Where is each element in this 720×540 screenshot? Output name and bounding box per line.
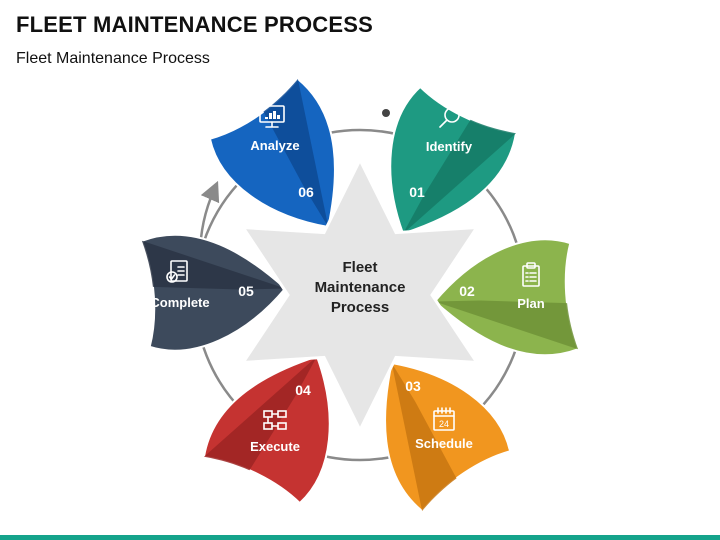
calendar-icon: 24 (433, 407, 455, 431)
accent-bar (0, 535, 720, 540)
flowchart-icon (263, 410, 287, 430)
step-label: Analyze (250, 138, 299, 153)
center-title-line-3: Process (331, 299, 389, 316)
center-star-shape (240, 156, 480, 434)
petal-shade (391, 362, 457, 511)
ring-start-dot (382, 109, 390, 117)
step-number: 05 (238, 283, 254, 299)
step-execute: Execute 04 (202, 355, 331, 505)
page-title: FLEET MAINTENANCE PROCESS (16, 12, 374, 37)
center-star: Fleet Maintenance Process (240, 156, 480, 434)
petal-shade (203, 356, 317, 471)
magnifier-icon (439, 107, 460, 128)
clipboard-icon (522, 262, 540, 287)
petal-shade (434, 300, 579, 350)
step-number: 03 (405, 378, 421, 394)
step-label: Plan (517, 296, 545, 311)
step-label: Complete (150, 295, 209, 310)
step-number: 02 (459, 283, 475, 299)
step-label: Identify (426, 139, 473, 154)
step-number: 06 (298, 184, 314, 200)
step-identify: Identify 01 (389, 85, 518, 235)
step-plan: Plan 02 (433, 238, 580, 357)
step-label: Schedule (415, 436, 473, 451)
petal-shade (403, 119, 517, 234)
center-title-line-1: Fleet (342, 259, 377, 276)
calendar-day-text: 24 (439, 419, 449, 429)
step-number: 01 (409, 184, 425, 200)
page-subtitle: Fleet Maintenance Process (16, 50, 210, 67)
monitor-chart-icon (259, 105, 285, 128)
center-title-line-2: Maintenance (315, 279, 406, 296)
step-label: Execute (250, 439, 300, 454)
step-analyze: Analyze 06 (208, 77, 336, 229)
checklist-icon (166, 260, 188, 283)
step-complete: Complete 05 (140, 233, 287, 352)
step-number: 04 (295, 382, 311, 398)
